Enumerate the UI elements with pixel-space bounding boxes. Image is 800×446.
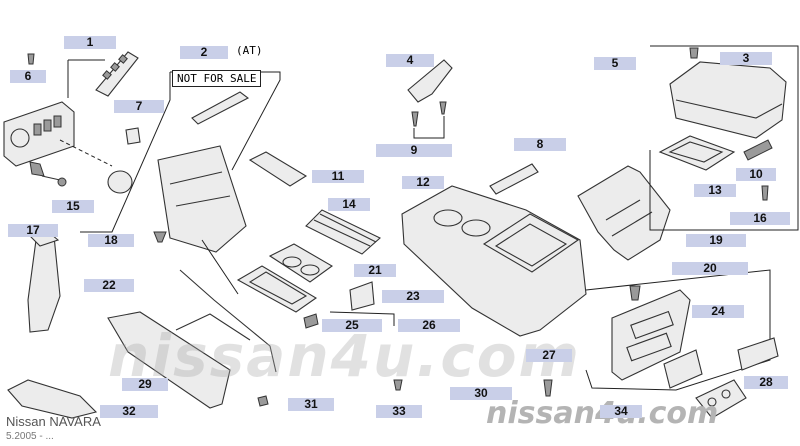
part-33-clip[interactable] [393, 379, 403, 391]
callout-26[interactable]: 26 [398, 319, 460, 332]
callout-3[interactable]: 3 [720, 52, 772, 65]
part-24-module[interactable] [663, 349, 703, 389]
part-26-tray[interactable] [236, 265, 318, 313]
callout-10[interactable]: 10 [736, 168, 776, 181]
callout-16[interactable]: 16 [730, 212, 790, 225]
part-1-switch-panel[interactable] [3, 101, 75, 167]
callout-28[interactable]: 28 [744, 376, 788, 389]
callout-19[interactable]: 19 [686, 234, 746, 247]
part-18-pin[interactable] [153, 231, 167, 243]
callout-2[interactable]: 2 [180, 46, 228, 59]
part-16-panel[interactable] [157, 145, 247, 253]
callout-31[interactable]: 31 [288, 398, 334, 411]
part-12-console-body[interactable] [401, 185, 587, 337]
callout-23[interactable]: 23 [382, 290, 444, 303]
part-23-box[interactable] [349, 281, 375, 311]
at-note: (AT) [236, 44, 263, 57]
callout-22[interactable]: 22 [84, 279, 134, 292]
callout-17[interactable]: 17 [8, 224, 58, 237]
part-32-duct[interactable] [7, 379, 98, 419]
callout-6[interactable]: 6 [10, 70, 46, 83]
part-20-screw[interactable] [629, 285, 641, 301]
part-19-rear-bracket[interactable] [577, 165, 671, 261]
part-25-clip[interactable] [303, 313, 319, 329]
part-10-latch[interactable] [743, 139, 773, 161]
part-13-tray[interactable] [658, 135, 736, 171]
part-4-bracket[interactable] [407, 59, 453, 127]
callout-1[interactable]: 1 [64, 36, 116, 49]
callout-14[interactable]: 14 [328, 198, 370, 211]
part-15-knob[interactable] [29, 161, 133, 194]
model-name: Nissan NAVARA [6, 414, 101, 429]
callout-11[interactable]: 11 [312, 170, 364, 183]
callout-21[interactable]: 21 [354, 264, 396, 277]
part-21-cup-holder[interactable] [268, 243, 334, 283]
part-1-switch-bezel[interactable] [95, 51, 139, 97]
part-11-lid[interactable] [248, 151, 308, 187]
part-2-trim[interactable] [191, 91, 250, 125]
callout-27[interactable]: 27 [526, 349, 572, 362]
not-for-sale-note: NOT FOR SALE [172, 70, 262, 87]
part-34-control[interactable] [695, 379, 747, 419]
callout-33[interactable]: 33 [376, 405, 422, 418]
callout-30[interactable]: 30 [450, 387, 512, 400]
callout-13[interactable]: 13 [694, 184, 736, 197]
callout-20[interactable]: 20 [672, 262, 748, 275]
callout-5[interactable]: 5 [594, 57, 636, 70]
part-14-grille[interactable] [305, 209, 381, 255]
part-6-clip[interactable] [27, 53, 35, 65]
callout-29[interactable]: 29 [122, 378, 168, 391]
callout-9[interactable]: 9 [376, 144, 452, 157]
part-22-duct[interactable] [27, 235, 61, 333]
callout-34[interactable]: 34 [600, 405, 642, 418]
callout-15[interactable]: 15 [52, 200, 94, 213]
part-7-block[interactable] [125, 127, 141, 145]
part-5-armrest[interactable] [669, 61, 787, 139]
callout-12[interactable]: 12 [402, 176, 444, 189]
callout-32[interactable]: 32 [100, 405, 158, 418]
model-date: 5.2005 - ... [6, 431, 54, 442]
callout-8[interactable]: 8 [514, 138, 566, 151]
part-28-switch[interactable] [737, 337, 779, 371]
part-29-bracket[interactable] [107, 269, 277, 409]
callout-24[interactable]: 24 [692, 305, 744, 318]
callout-4[interactable]: 4 [386, 54, 434, 67]
callout-18[interactable]: 18 [88, 234, 134, 247]
part-8-strap[interactable] [489, 163, 539, 195]
part-31-clip[interactable] [257, 395, 269, 407]
callout-25[interactable]: 25 [322, 319, 382, 332]
part-27-front-panel[interactable] [611, 289, 691, 381]
part-30-screw[interactable] [543, 379, 553, 397]
center-watermark: nissan4u.com [108, 322, 581, 390]
callout-7[interactable]: 7 [114, 100, 164, 113]
part-3-clip[interactable] [689, 47, 699, 59]
part-16-screw[interactable] [761, 185, 769, 201]
